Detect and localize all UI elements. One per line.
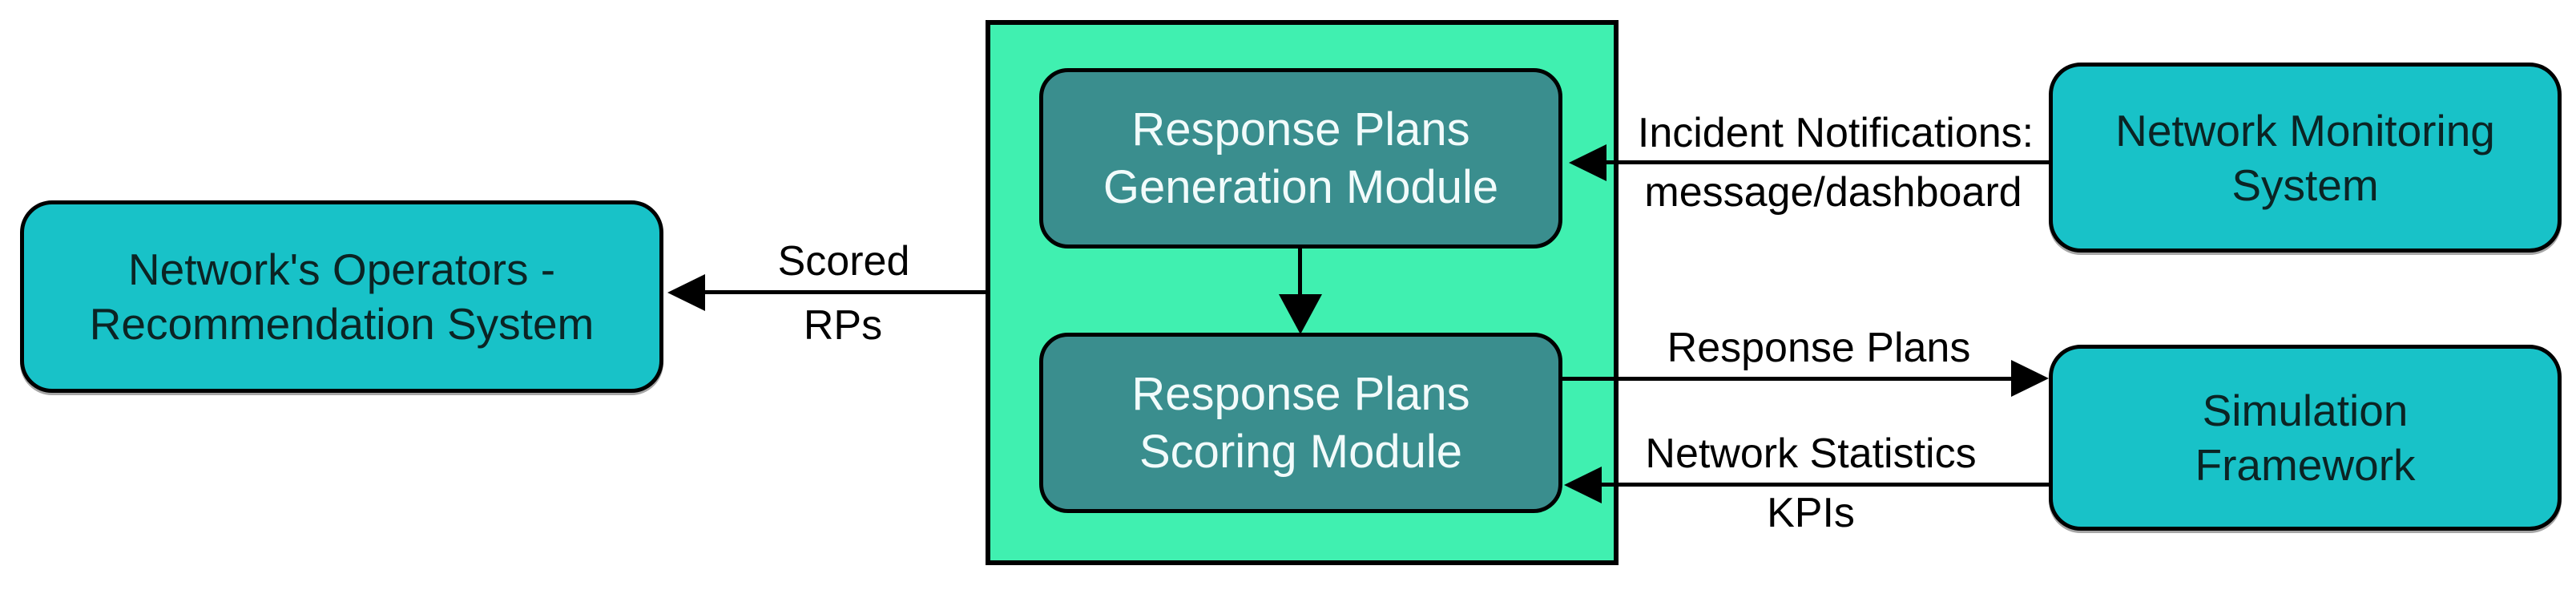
- edge-scored-rps-label-top: Scored: [777, 238, 910, 285]
- edge-response-plans-label: Response Plans: [1667, 325, 1971, 371]
- generation-to-scoring-arrowhead-down-icon: [1279, 294, 1322, 334]
- node-response-plans-generation-module: Response Plans Generation Module: [1039, 68, 1562, 249]
- node-scoring-label-line2: Scoring Module: [1139, 425, 1462, 478]
- edge-incident-notifications-line: [1602, 160, 2049, 164]
- response-plans-arrowhead-right-icon: [2011, 360, 2049, 397]
- node-monitoring-label-line2: System: [2231, 160, 2379, 210]
- edge-response-plans-line: [1562, 377, 2013, 381]
- node-network-operators-label-line2: Recommendation System: [89, 299, 595, 349]
- edge-network-statistics-label-top: Network Statistics: [1645, 430, 1977, 477]
- incident-notifications-arrowhead-left-icon: [1569, 144, 1606, 181]
- edge-network-statistics-line: [1598, 483, 2049, 487]
- edge-network-statistics-label-bottom: KPIs: [1767, 490, 1855, 536]
- node-network-operators-recommendation-system: Network's Operators - Recommendation Sys…: [20, 200, 663, 393]
- edge-generation-to-scoring-line: [1298, 249, 1302, 298]
- edge-scored-rps-label-bottom: RPs: [803, 302, 883, 349]
- edge-incident-notifications-label-top: Incident Notifications:: [1637, 110, 2034, 156]
- node-scoring-label-line1: Response Plans: [1131, 367, 1470, 420]
- node-network-monitoring-system: Network Monitoring System: [2049, 63, 2562, 253]
- edge-scored-rps-line: [699, 290, 986, 294]
- node-network-operators-label-line1: Network's Operators -: [127, 244, 556, 294]
- node-generation-label-line1: Response Plans: [1131, 103, 1470, 156]
- scored-rps-arrowhead-left-icon: [667, 274, 705, 311]
- node-generation-label-line2: Generation Module: [1103, 160, 1499, 213]
- node-response-plans-scoring-module: Response Plans Scoring Module: [1039, 333, 1562, 513]
- node-simulation-label-line2: Framework: [2195, 440, 2416, 490]
- node-simulation-framework: Simulation Framework: [2049, 345, 2562, 531]
- node-simulation-label-line1: Simulation: [2202, 386, 2409, 435]
- edge-incident-notifications-label-bottom: message/dashboard: [1644, 169, 2022, 216]
- network-statistics-arrowhead-left-icon: [1564, 467, 1602, 503]
- node-monitoring-label-line1: Network Monitoring: [2115, 105, 2495, 156]
